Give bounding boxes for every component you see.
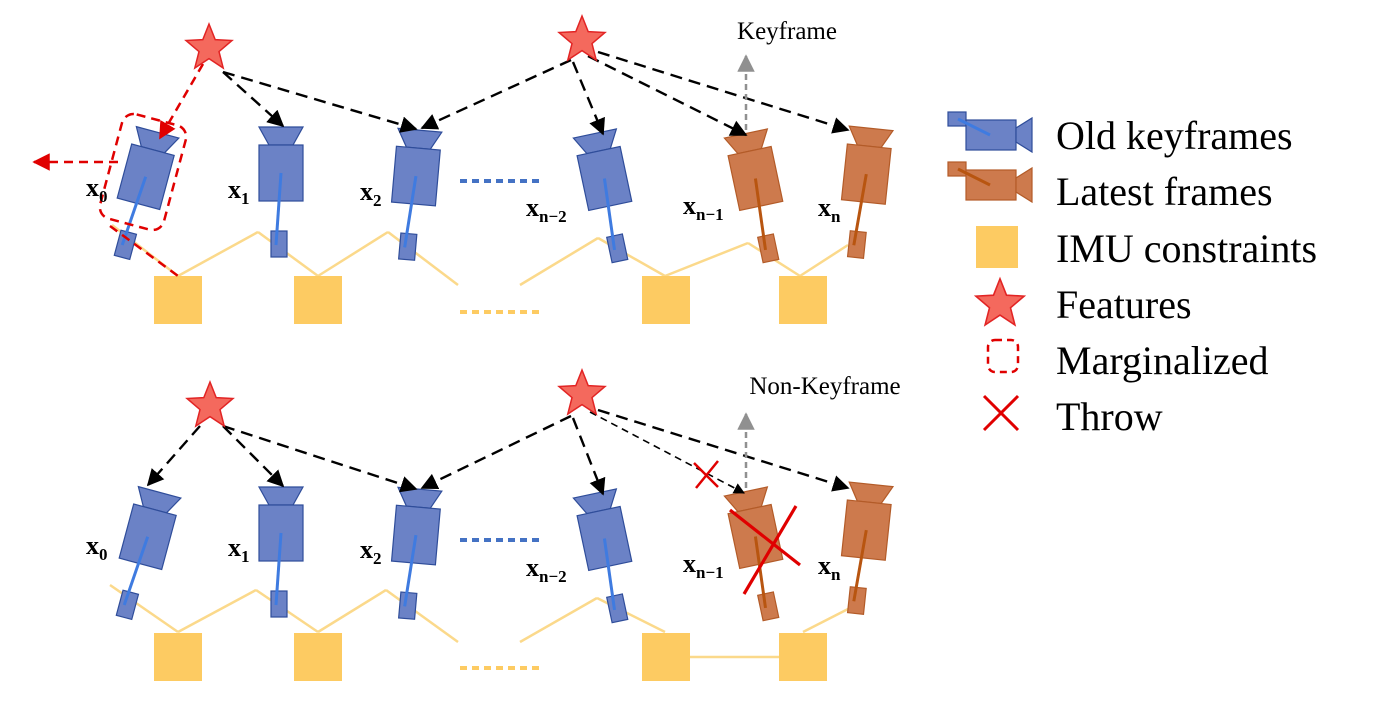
camera-xn1 — [722, 127, 796, 267]
legend: Old keyframes Latest frames IMU constrai… — [947, 111, 1317, 439]
feature-edge — [222, 425, 285, 488]
node-label-xn1: xn−1 — [683, 549, 724, 582]
non-keyframe-tag: Non-Keyframe — [749, 373, 900, 400]
feature-edge — [420, 58, 572, 130]
marginalized-icon — [986, 338, 1020, 374]
node-label-x0: x0 — [86, 531, 108, 564]
feature-edge — [222, 71, 285, 128]
feature-edge — [597, 50, 850, 134]
camera-xn — [834, 124, 895, 262]
thrown-feature-edge — [589, 411, 745, 494]
camera-xn — [834, 480, 895, 618]
legend-marginalized: Marginalized — [1056, 338, 1269, 383]
feature-edge — [597, 408, 850, 492]
throw-icon — [982, 394, 1020, 432]
feature-star-icon — [975, 278, 1025, 326]
old-keyframe-icon — [947, 111, 1033, 154]
feature-edge — [222, 424, 418, 493]
node-label-x2: x2 — [360, 177, 382, 210]
feature-edge — [571, 417, 606, 496]
camera-x2 — [385, 126, 444, 264]
node-label-x2: x2 — [360, 535, 382, 568]
node-label-x0: x0 — [86, 173, 108, 206]
imu-links-top — [111, 224, 849, 287]
latest-frame-icon — [947, 161, 1033, 204]
camera-x2 — [385, 485, 444, 623]
imu-links-bottom — [109, 583, 851, 659]
feature-star — [185, 23, 233, 69]
feature-star — [186, 381, 234, 427]
node-label-xn: xn — [818, 551, 841, 584]
feature-edge — [222, 70, 418, 133]
node-label-xn2: xn−2 — [526, 193, 567, 226]
node-label-x1: x1 — [228, 175, 250, 208]
imu-constraint — [154, 276, 202, 324]
legend-imu-constraints: IMU constraints — [1056, 226, 1317, 271]
bottom-diagram: Non-Keyframe x0 x1 x2 xn−2 xn−1 xn — [86, 369, 901, 681]
node-label-xn1: xn−1 — [683, 191, 724, 224]
imu-constraint-icon — [976, 226, 1018, 268]
legend-throw: Throw — [1056, 394, 1163, 439]
node-label-xn: xn — [818, 193, 841, 226]
imu-constraint — [779, 276, 827, 324]
legend-latest-frames: Latest frames — [1056, 169, 1273, 214]
legend-features: Features — [1056, 282, 1192, 327]
feature-star — [558, 15, 606, 61]
camera-x0 — [103, 485, 183, 626]
camera-xn1 — [722, 485, 796, 625]
node-label-xn2: xn−2 — [526, 553, 567, 586]
imu-constraint — [294, 276, 342, 324]
imu-constraint — [642, 276, 690, 324]
imu-constraint — [779, 633, 827, 681]
marginalized-box — [98, 112, 188, 232]
node-label-x1: x1 — [228, 533, 250, 566]
camera-x0 — [101, 125, 181, 266]
legend-old-keyframes: Old keyframes — [1056, 113, 1293, 158]
feature-edge — [587, 54, 748, 137]
feature-edge — [146, 425, 201, 487]
feature-star — [558, 369, 606, 415]
feature-edge — [571, 61, 605, 136]
keyframe-tag: Keyframe — [737, 18, 837, 45]
throw-edge-mark — [693, 460, 719, 489]
top-diagram: Keyframe x0 x1 x2 xn−2 xn−1 xn — [32, 15, 895, 324]
camera-xn2 — [571, 127, 645, 267]
feature-edge — [420, 414, 572, 490]
throw-frame-mark — [729, 505, 801, 595]
imu-constraint — [642, 633, 690, 681]
imu-constraint — [154, 633, 202, 681]
imu-constraint — [294, 633, 342, 681]
